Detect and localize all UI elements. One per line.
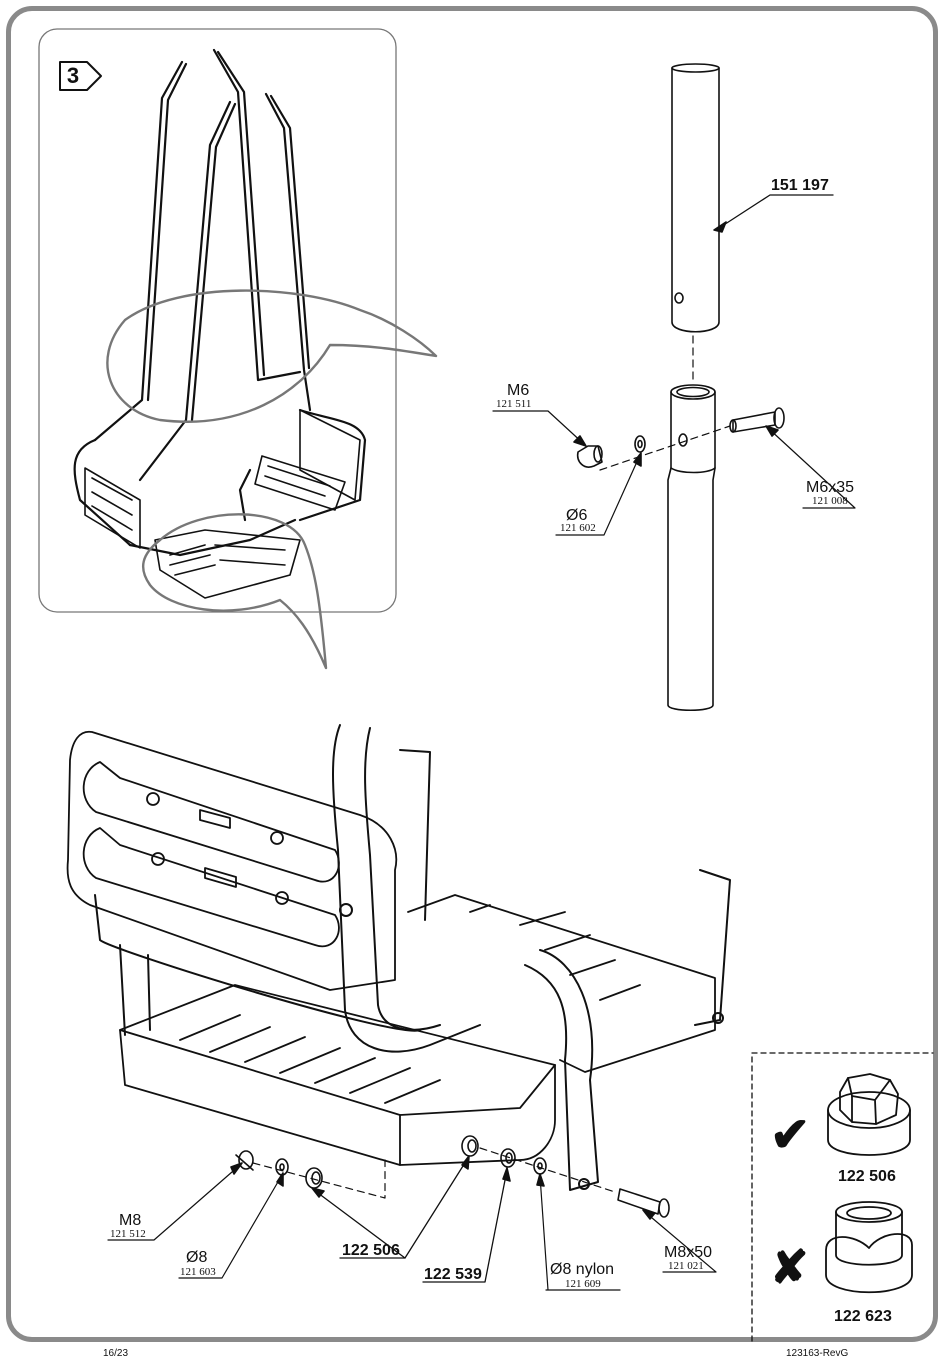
- part-size-m8: M8: [119, 1212, 142, 1229]
- correct-check-icon: ✔: [770, 1109, 811, 1162]
- part-code-122539: 122 539: [424, 1266, 482, 1283]
- part-size-washer-6: Ø6: [566, 507, 588, 524]
- swing-overview: [73, 48, 367, 557]
- washer-6-drawing: [634, 435, 646, 453]
- part-code-122506: 122 506: [342, 1242, 400, 1259]
- step-number: 3: [66, 63, 80, 88]
- callout-bubble-upper: [106, 289, 438, 423]
- seat-rear-platform: [407, 894, 716, 1073]
- part-code-121603: 121 603: [180, 1266, 216, 1278]
- part-size-m6x35: M6x35: [806, 479, 855, 496]
- callout-bubble-lower: [141, 513, 328, 670]
- part-size-m8x50: M8x50: [664, 1244, 713, 1261]
- part-code-121021: 121 021: [668, 1260, 704, 1272]
- wrong-cross-icon: ✘: [770, 1241, 809, 1293]
- nut-122623-drawing: [825, 1201, 913, 1294]
- part-code-151197: 151 197: [771, 177, 829, 194]
- tube-lower-drawing: [667, 384, 716, 712]
- seat-platform: [119, 984, 556, 1166]
- part-size-m6: M6: [507, 382, 530, 399]
- tube-upper-drawing: [671, 63, 720, 333]
- page-number: 16/23: [103, 1348, 129, 1359]
- overview-panel: [38, 28, 397, 613]
- part-code-121512: 121 512: [110, 1228, 146, 1240]
- nut-m6-drawing: [576, 445, 603, 468]
- part-code-121008: 121 008: [812, 495, 848, 507]
- correct-part-code: 122 506: [838, 1168, 896, 1185]
- part-code-121609: 121 609: [565, 1278, 601, 1290]
- comparison-box: [751, 1052, 934, 1342]
- step-arrow-badge: [59, 61, 102, 91]
- seat-backrest: [66, 730, 398, 991]
- bolt-m6x35-drawing: [729, 407, 785, 433]
- seat-slats-overview: [84, 409, 361, 599]
- part-code-121511: 121 511: [496, 398, 532, 410]
- hardware-lower: [235, 1135, 670, 1218]
- document-reference: 123163-RevG: [786, 1348, 849, 1359]
- page-frame: [6, 6, 938, 1342]
- hanger-tubes: [94, 724, 731, 1191]
- part-size-washer-8-nylon: Ø8 nylon: [550, 1261, 615, 1278]
- part-code-121602: 121 602: [560, 522, 596, 534]
- nut-122506-drawing: [827, 1073, 911, 1156]
- part-size-washer-8: Ø8: [186, 1249, 208, 1266]
- wrong-part-code: 122 623: [834, 1308, 892, 1325]
